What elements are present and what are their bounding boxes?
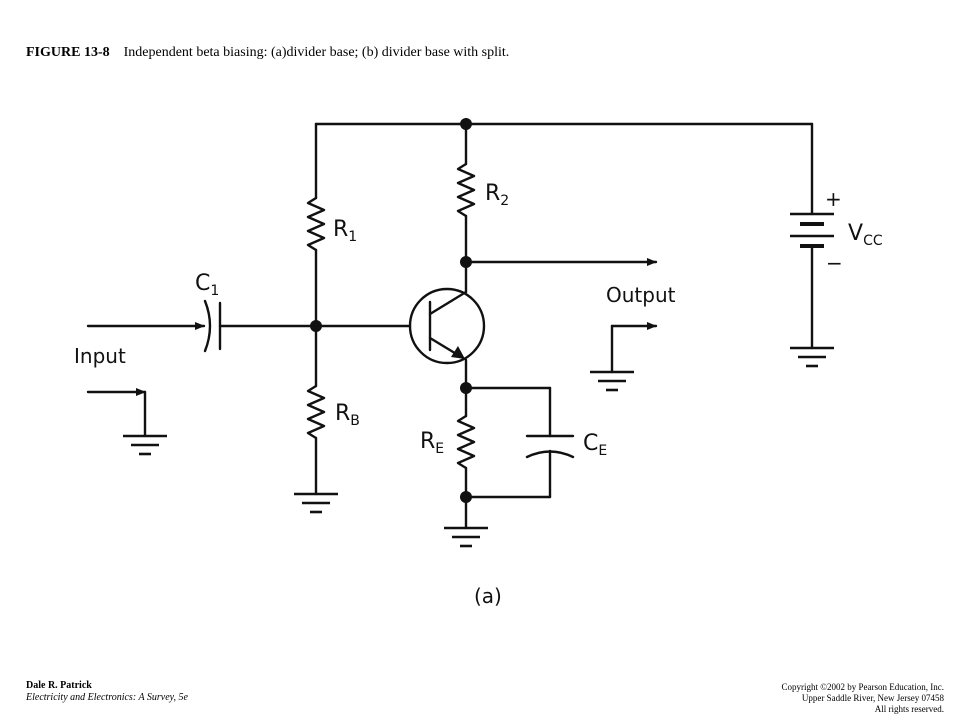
- figure-number: FIGURE 13-8: [26, 45, 110, 60]
- junction-dot-top: [460, 118, 472, 130]
- footer-author: Dale R. Patrick: [26, 680, 92, 691]
- junction-dot-base: [310, 320, 322, 332]
- c1-curved-plate: [203, 299, 212, 353]
- figure-caption: FIGURE 13-8 Independent beta biasing: (a)…: [26, 45, 509, 61]
- footer-author-block: Dale R. Patrick Electricity and Electron…: [26, 680, 188, 704]
- transistor-emitter-arrow: [451, 346, 465, 359]
- vcc-minus-sign: −: [826, 251, 843, 275]
- junction-dot-collector: [460, 256, 472, 268]
- caption-text: Independent beta biasing: (a)divider bas…: [123, 45, 510, 60]
- rb-resistor: [306, 384, 326, 440]
- transistor-body: [408, 287, 486, 365]
- r1-resistor: [306, 196, 326, 252]
- junction-dot-re-bottom: [460, 491, 472, 503]
- r2-resistor: [456, 162, 476, 218]
- vcc-label: VCC: [848, 221, 883, 249]
- ground-symbol-output: [590, 370, 634, 392]
- ground-symbol-emitter: [444, 526, 488, 548]
- ground-symbol-input: [123, 434, 167, 456]
- c1-label: C1: [195, 271, 219, 299]
- re-resistor: [456, 414, 476, 470]
- ground-symbol-rb: [294, 492, 338, 514]
- r2-label: R2: [485, 181, 509, 209]
- r1-label: R1: [333, 217, 357, 245]
- ce-label: CE: [583, 431, 607, 459]
- footer-book-title: Electricity and Electronics: A Survey, 5…: [26, 692, 188, 703]
- footer-copyright: Copyright ©2002 by Pearson Education, In…: [781, 682, 944, 692]
- panel-label: (a): [474, 584, 502, 608]
- output-label: Output: [606, 283, 676, 307]
- footer-rights: All rights reserved.: [874, 704, 944, 714]
- re-label: RE: [420, 429, 444, 457]
- footer-copyright-block: Copyright ©2002 by Pearson Education, In…: [781, 682, 944, 715]
- battery-symbol: [790, 212, 834, 248]
- rb-label: RB: [335, 401, 360, 429]
- ground-symbol-vcc: [790, 346, 834, 368]
- footer-address: Upper Saddle River, New Jersey 07458: [801, 693, 944, 703]
- input-label: Input: [74, 344, 126, 368]
- vcc-plus-sign: +: [825, 187, 842, 211]
- transistor-collector-lead: [428, 290, 468, 316]
- junction-dot-emitter: [460, 382, 472, 394]
